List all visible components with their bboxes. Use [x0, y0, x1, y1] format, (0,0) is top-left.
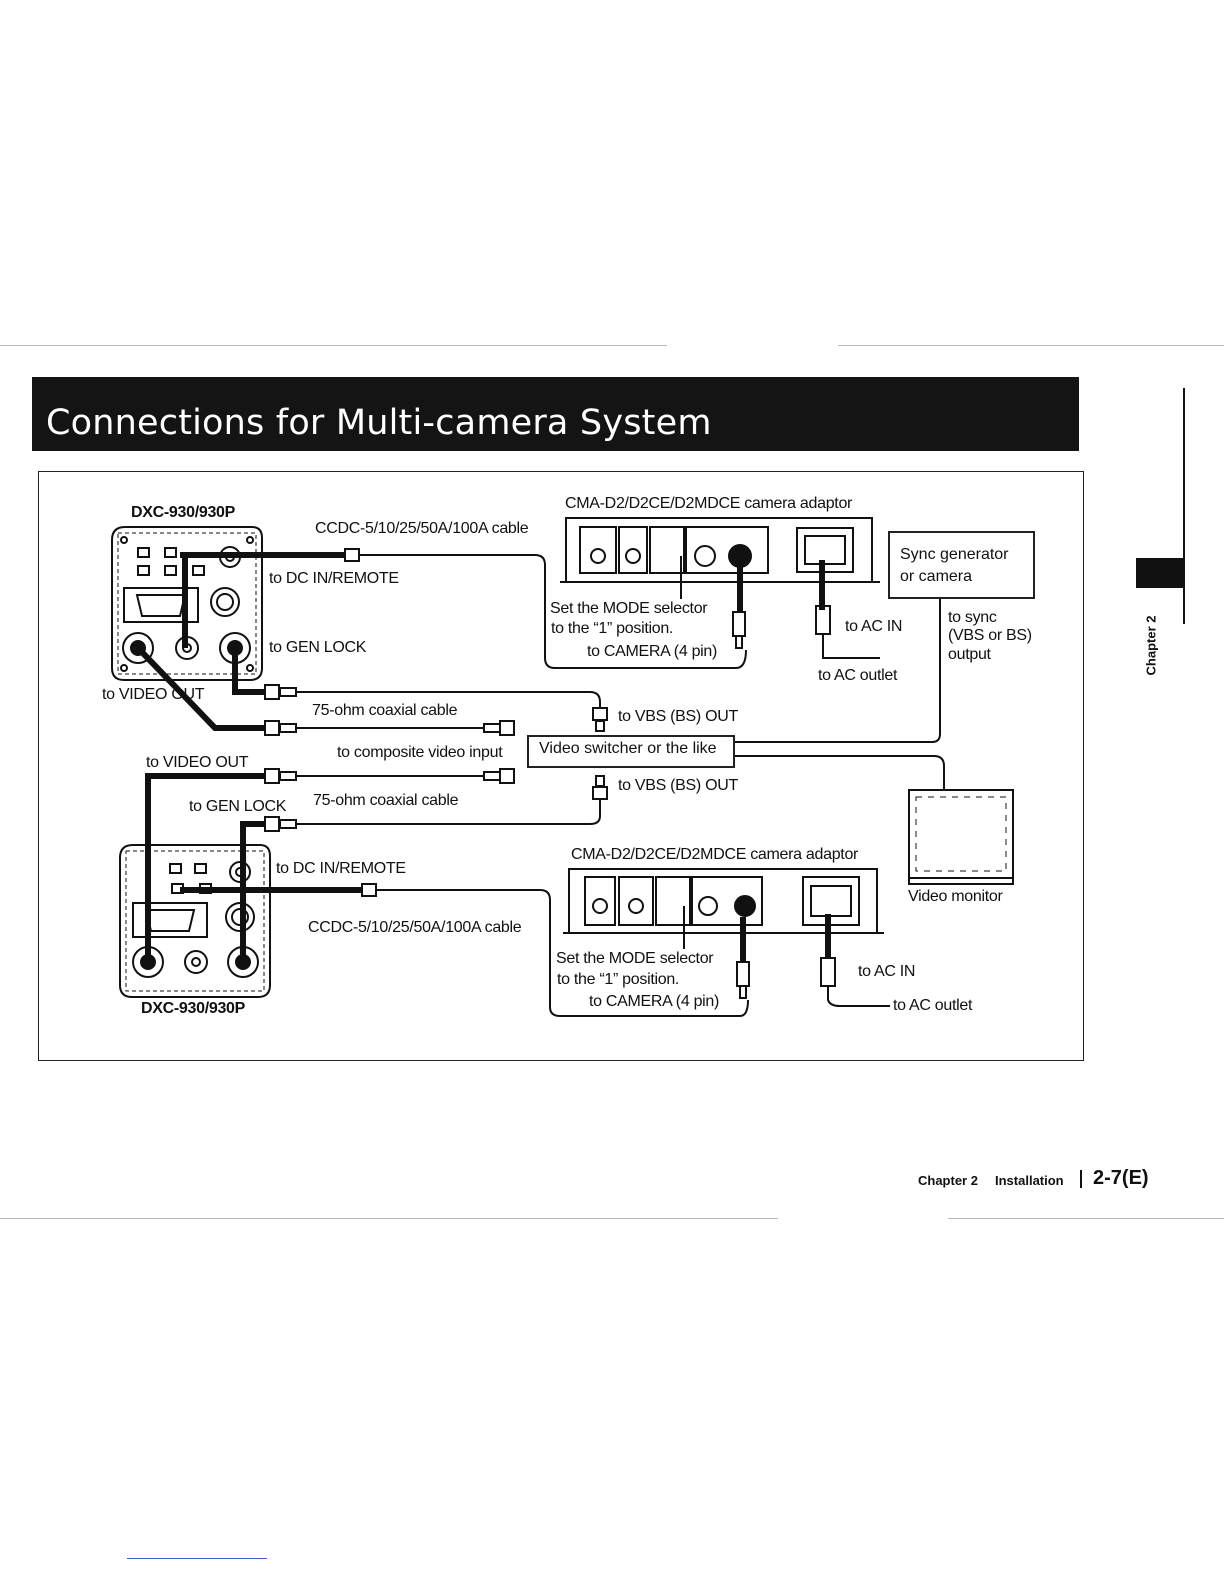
bottom-camera-cable-label: CCDC-5/10/25/50A/100A cable	[308, 919, 522, 936]
page-title: Connections for Multi-camera System	[46, 403, 712, 443]
sync-out-line3: output	[948, 646, 991, 663]
footer-separator	[1080, 1170, 1082, 1188]
bottom-dc-in-label: to DC IN/REMOTE	[276, 860, 406, 877]
video-switcher-box: Video switcher or the like	[527, 735, 735, 768]
sync-box-line2: or camera	[900, 568, 973, 585]
bottom-mode-line2: to the “1” position.	[557, 971, 680, 988]
diagram-frame	[38, 471, 1084, 1061]
composite-input-label: to composite video input	[337, 744, 503, 761]
footer-section: Installation	[995, 1173, 1064, 1188]
top-camera-body	[111, 526, 263, 681]
top-gen-lock-label: to GEN LOCK	[269, 639, 367, 656]
video-switcher-label: Video switcher or the like	[539, 740, 717, 757]
top-to-camera-label: to CAMERA (4 pin)	[587, 643, 718, 660]
top-rule-left	[0, 345, 667, 346]
bottom-adaptor	[563, 868, 884, 953]
top-rule-right	[838, 345, 1224, 346]
video-monitor	[908, 789, 1014, 885]
bottom-adaptor-name: CMA-D2/D2CE/D2MDCE camera adaptor	[571, 846, 859, 863]
bottom-to-camera-label: to CAMERA (4 pin)	[589, 993, 720, 1010]
top-camera-model: DXC-930/930P	[131, 504, 236, 521]
top-adaptor-name: CMA-D2/D2CE/D2MDCE camera adaptor	[565, 495, 853, 512]
top-dc-in-label: to DC IN/REMOTE	[269, 570, 399, 587]
top-ac-outlet-label: to AC outlet	[818, 667, 898, 684]
bottom-video-out-label: to VIDEO OUT	[146, 754, 249, 771]
sync-out-line1: to sync	[948, 609, 997, 626]
video-monitor-label: Video monitor	[908, 888, 1003, 905]
bottom-ac-in-label: to AC IN	[858, 963, 916, 980]
top-mode-line2: to the “1” position.	[551, 620, 674, 637]
top-video-out-label: to VIDEO OUT	[102, 686, 205, 703]
top-coax-label: 75-ohm coaxial cable	[312, 702, 458, 719]
sync-generator-box: Sync generator or camera	[888, 531, 1035, 599]
bottom-mode-line1: Set the MODE selector	[556, 949, 714, 969]
bottom-camera-body	[119, 844, 271, 998]
bottom-camera-model: DXC-930/930P	[141, 1000, 246, 1017]
top-mode-line1: Set the MODE selector	[550, 599, 708, 619]
bottom-camera-cables	[145, 773, 362, 962]
top-ac-in-label: to AC IN	[845, 618, 903, 635]
top-camera-cable-label: CCDC-5/10/25/50A/100A cable	[315, 520, 529, 537]
bottom-vbs-out-label: to VBS (BS) OUT	[618, 777, 738, 794]
bottom-gen-lock-label: to GEN LOCK	[189, 798, 287, 815]
bottom-rule-left	[0, 1218, 778, 1219]
footer-chapter: Chapter 2	[918, 1173, 978, 1188]
chapter-tab-line	[1183, 388, 1185, 624]
section-title-bar: Connections for Multi-camera System	[32, 377, 1079, 451]
sync-out-line2: (VBS or BS)	[948, 627, 1032, 644]
top-camera-cables	[135, 552, 345, 731]
bottom-rule-right	[948, 1218, 1224, 1219]
sync-box-line1: Sync generator	[900, 546, 1009, 563]
chapter-tab-marker	[1136, 558, 1184, 588]
bottom-ac-outlet-label: to AC outlet	[893, 997, 973, 1014]
footer-page-number: 2-7(E)	[1093, 1167, 1149, 1189]
top-vbs-out-label: to VBS (BS) OUT	[618, 708, 738, 725]
bottom-link-line	[127, 1558, 267, 1559]
bottom-coax-label: 75-ohm coaxial cable	[313, 792, 459, 809]
top-adaptor	[560, 517, 880, 606]
